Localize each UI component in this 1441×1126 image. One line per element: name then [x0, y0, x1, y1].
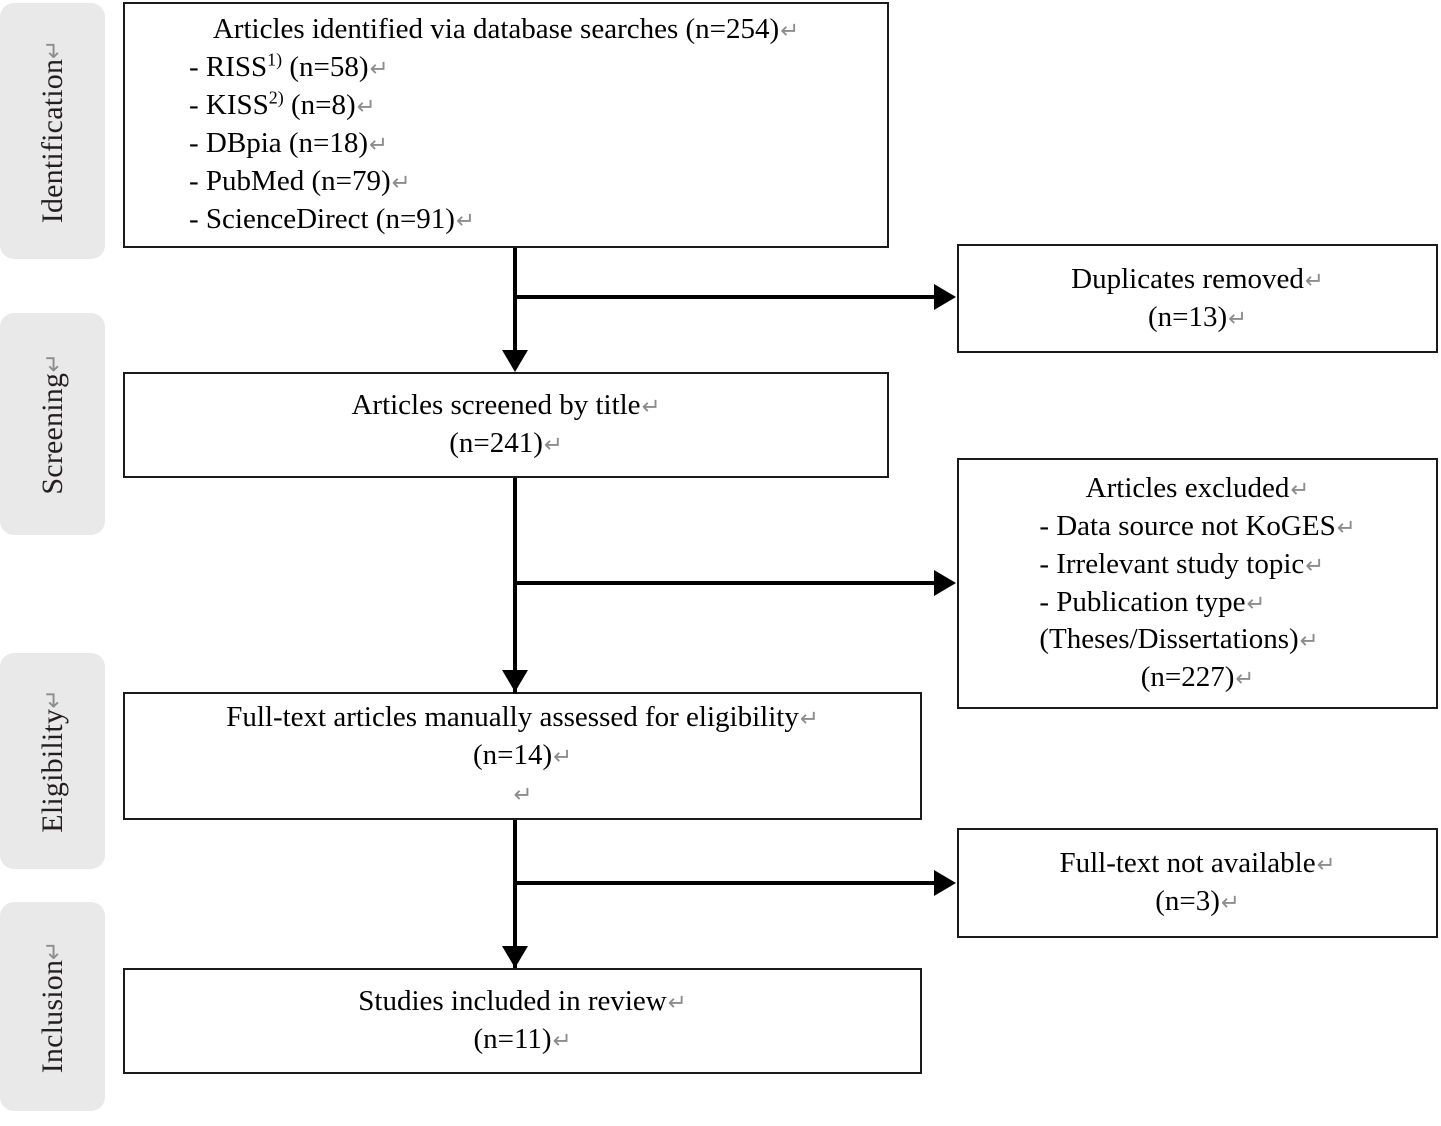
pilcrow-icon: ↵	[553, 744, 573, 770]
stage-eligibility: Eligibility↵	[0, 653, 105, 869]
studies-included-count: (n=11)↵	[473, 1023, 572, 1055]
source-kiss: - KISS2) (n=8)↵	[189, 87, 376, 122]
stage-identification-label: Identification↵	[35, 38, 69, 224]
studies-included-box: Studies included in review↵ (n=11)↵	[123, 968, 922, 1074]
stage-inclusion: Inclusion↵	[0, 902, 105, 1111]
stage-identification: Identification↵	[0, 3, 105, 259]
footnote-marker-1: 1)	[267, 49, 283, 70]
source-riss: - RISS1) (n=58)↵	[189, 49, 389, 84]
pilcrow-icon: ↵	[543, 432, 563, 458]
stage-screening-label: Screening↵	[35, 353, 69, 495]
full-text-not-available-count: (n=3)↵	[1155, 885, 1240, 917]
pilcrow-icon: ↵	[1336, 514, 1356, 541]
duplicates-removed-box: Duplicates removed↵ (n=13)↵	[957, 244, 1438, 353]
source-sciencedirect: - ScienceDirect (n=91)↵	[189, 202, 475, 235]
pilcrow-icon: ↵	[1235, 666, 1255, 693]
connector-identified-to-screened	[513, 248, 517, 352]
exclusion-reason-data-source: - Data source not KoGES↵	[1039, 509, 1356, 542]
pilcrow-icon: ↵	[369, 132, 388, 158]
pilcrow-icon: ↵	[1220, 890, 1240, 916]
exclusion-reason-topic: - Irrelevant study topic↵	[1039, 547, 1325, 580]
stage-eligibility-label: Eligibility↵	[35, 689, 69, 833]
connector-to-excluded	[513, 581, 935, 585]
articles-excluded-box: Articles excluded↵ - Data source not KoG…	[957, 458, 1438, 709]
articles-excluded-count: (n=227)↵	[1140, 661, 1255, 694]
pilcrow-icon: ↵	[799, 706, 819, 733]
articles-screened-box: Articles screened by title↵ (n=241)↵	[123, 372, 889, 478]
full-text-not-available-box: Full-text not available↵ (n=3)↵	[957, 828, 1438, 938]
pilcrow-icon: ↵	[641, 394, 661, 421]
connector-screened-to-fulltext	[513, 478, 517, 694]
pilcrow-icon: ↵	[1316, 852, 1336, 879]
connector-to-duplicates	[513, 295, 935, 299]
source-pubmed: - PubMed (n=79)↵	[189, 164, 411, 197]
exclusion-reason-publication-type-detail: (Theses/Dissertations)↵	[1039, 623, 1319, 656]
pilcrow-icon: ↵	[38, 689, 67, 709]
arrowhead-down-to-included	[502, 946, 528, 968]
pilcrow-icon: ↵	[38, 38, 67, 59]
studies-included-heading: Studies included in review↵	[358, 985, 687, 1018]
arrowhead-down-to-fulltext	[502, 670, 528, 692]
duplicates-removed-heading: Duplicates removed↵	[1071, 262, 1324, 295]
full-text-not-available-heading: Full-text not available↵	[1059, 847, 1336, 880]
pilcrow-icon: ↵	[780, 18, 800, 45]
stage-screening: Screening↵	[0, 313, 105, 535]
pilcrow-icon: ↵	[1305, 552, 1325, 579]
articles-screened-heading: Articles screened by title↵	[351, 389, 661, 422]
full-text-assessed-heading: Full-text articles manually assessed for…	[226, 701, 819, 734]
pilcrow-icon: ↵	[1228, 305, 1248, 332]
pilcrow-icon: ↵	[1290, 476, 1310, 503]
footnote-marker-2: 2)	[268, 87, 284, 108]
arrowhead-down-to-screened	[502, 350, 528, 372]
exclusion-reason-publication-type: - Publication type↵	[1039, 585, 1266, 618]
connector-to-not-available	[513, 881, 935, 885]
pilcrow-icon: ↵	[38, 939, 67, 960]
pilcrow-icon: ↵	[667, 990, 687, 1017]
source-dbpia: - DBpia (n=18)↵	[189, 127, 388, 159]
pilcrow-icon: ↵	[513, 781, 533, 808]
pilcrow-icon: ↵	[369, 56, 389, 83]
articles-excluded-heading: Articles excluded↵	[1085, 471, 1310, 504]
pilcrow-icon: ↵	[455, 207, 475, 234]
arrowhead-right-to-excluded	[934, 570, 956, 596]
pilcrow-icon: ↵	[391, 169, 411, 196]
articles-identified-heading: Articles identified via database searche…	[212, 13, 800, 46]
full-text-assessed-blank-line: ↵	[135, 775, 910, 813]
pilcrow-icon: ↵	[356, 94, 376, 121]
pilcrow-icon: ↵	[1304, 267, 1324, 294]
full-text-assessed-count: (n=14)↵	[472, 739, 573, 771]
pilcrow-icon: ↵	[1246, 590, 1266, 617]
articles-identified-box: Articles identified via database searche…	[123, 2, 889, 248]
connector-fulltext-to-included	[513, 820, 517, 968]
pilcrow-icon: ↵	[1299, 628, 1319, 655]
arrowhead-right-to-not-available	[934, 870, 956, 896]
pilcrow-icon: ↵	[552, 1028, 572, 1054]
duplicates-removed-count: (n=13)↵	[1147, 300, 1248, 333]
articles-screened-count: (n=241)↵	[449, 427, 563, 459]
stage-inclusion-label: Inclusion↵	[35, 939, 69, 1074]
pilcrow-icon: ↵	[38, 353, 67, 374]
full-text-assessed-box: Full-text articles manually assessed for…	[123, 692, 922, 820]
arrowhead-right-to-duplicates	[934, 284, 956, 310]
